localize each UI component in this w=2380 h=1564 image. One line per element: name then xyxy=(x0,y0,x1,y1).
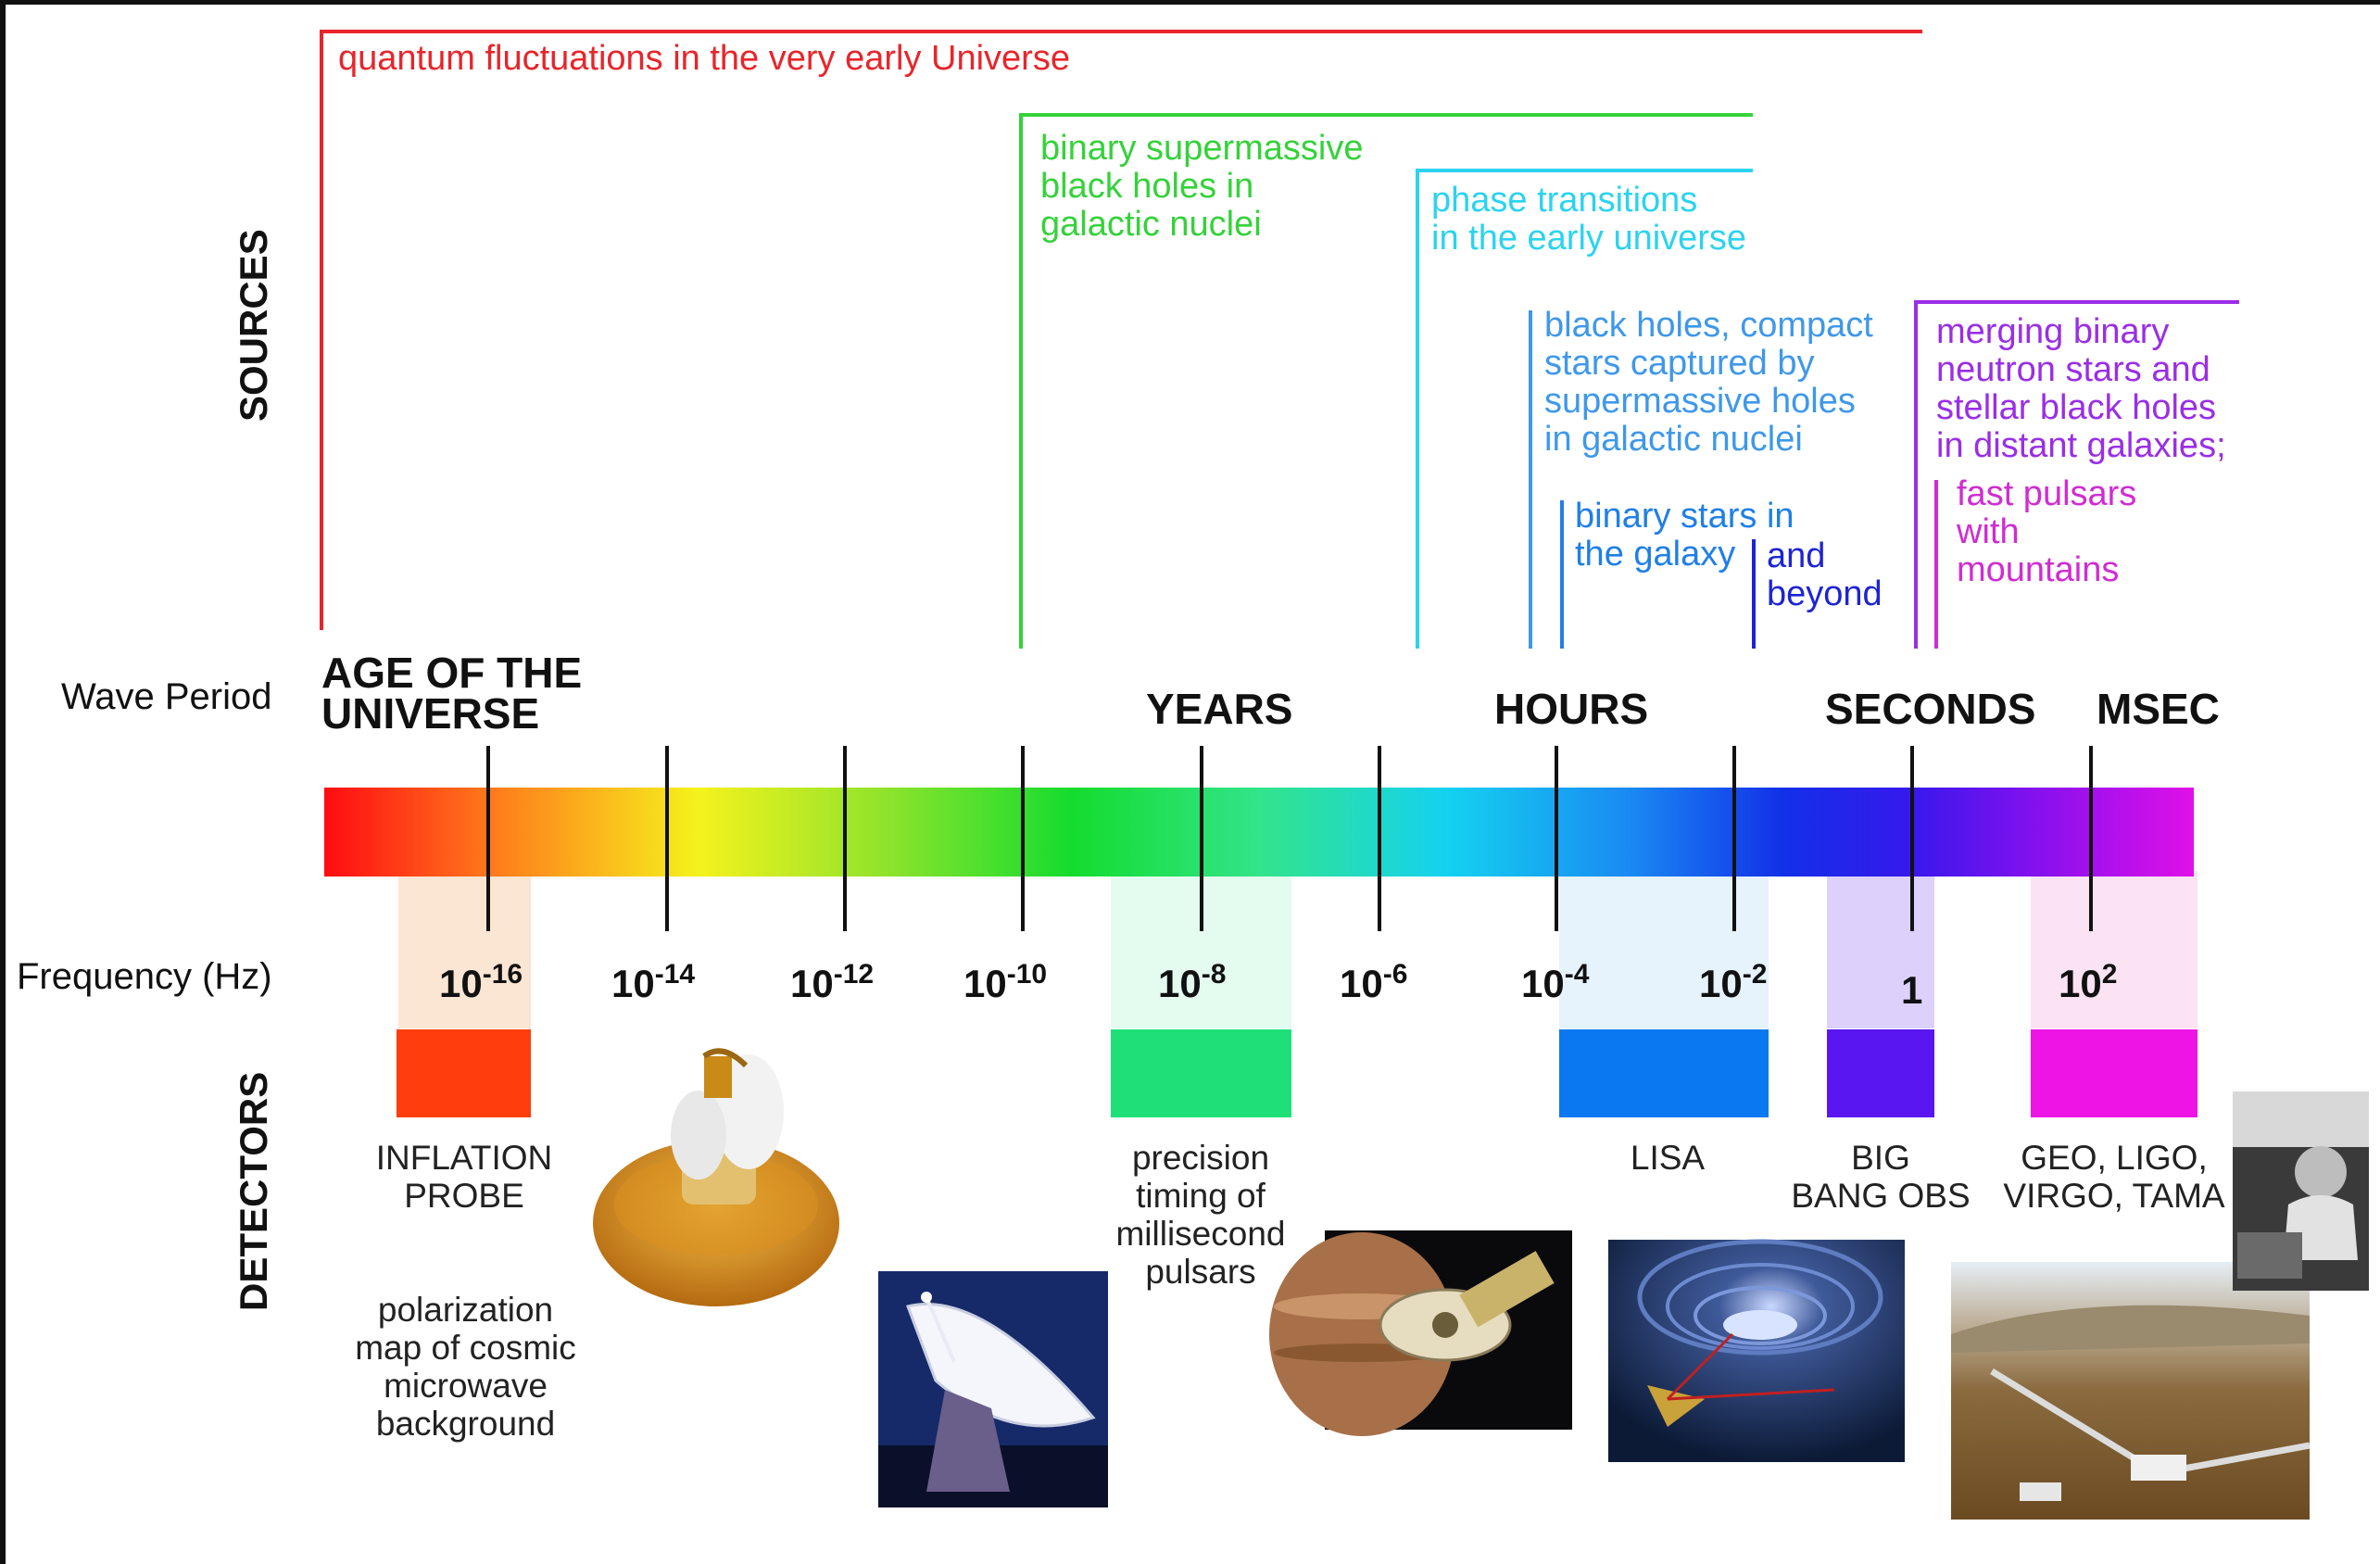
source-brackets xyxy=(320,30,2239,649)
detector-ground-interferometers: GEO, LIGO, VIRGO, TAMA xyxy=(2003,1139,2225,1215)
freq-1e2: 102 xyxy=(2059,959,2118,1005)
scientist-photo-image xyxy=(2233,1091,2369,1291)
lisa-box xyxy=(1559,1029,1769,1117)
period-years: YEARS xyxy=(1146,685,1293,733)
wave-period-label: Wave Period xyxy=(61,676,272,717)
freq-1e-4: 10-4 xyxy=(1521,959,1590,1005)
source-pulsars: fast pulsars with mountains xyxy=(1957,474,2137,589)
ground-detectors-box xyxy=(2031,1029,2197,1117)
frequency-label: Frequency (Hz) xyxy=(17,956,272,997)
period-seconds: SECONDS xyxy=(1825,685,2036,733)
freq-1: 1 xyxy=(1901,968,1923,1012)
ground-band xyxy=(2031,871,2197,1028)
freq-1e-16: 10-16 xyxy=(439,959,523,1005)
inflation-probe-spacecraft-image xyxy=(593,1048,839,1306)
period-msec: MSEC xyxy=(2097,685,2220,733)
source-captured: black holes, compact stars captured by s… xyxy=(1544,306,1873,459)
detector-boxes xyxy=(397,1029,2197,1117)
detector-inflation-probe: INFLATION PROBE xyxy=(375,1139,553,1215)
inflation-band xyxy=(398,871,531,1028)
detectors-label: DETECTORS xyxy=(232,1071,275,1311)
detector-big-bang-observer: BIG BANG OBS xyxy=(1791,1139,1971,1215)
frequency-ticks xyxy=(486,746,2093,931)
source-quantum: quantum fluctuations in the very early U… xyxy=(338,39,1070,78)
smbh-bracket xyxy=(1019,113,1753,649)
source-galactic-binaries: binary stars in the galaxy xyxy=(1575,497,1794,574)
source-phase-transitions: phase transitions in the early universe xyxy=(1431,181,1747,258)
bbo-box xyxy=(1827,1029,1934,1117)
detector-pulsar-timing: precision timing of millisecond pulsars xyxy=(1115,1139,1286,1291)
radio-telescope-image xyxy=(878,1271,1108,1507)
period-age-of-universe: AGE OF THE UNIVERSE xyxy=(321,649,583,738)
source-neutron-stars: merging binary neutron stars and stellar… xyxy=(1936,312,2226,465)
detector-bands xyxy=(398,871,2197,1028)
freq-1e-12: 10-12 xyxy=(790,959,875,1005)
period-hours: HOURS xyxy=(1494,685,1649,733)
inflation-probe-box xyxy=(397,1029,531,1117)
pulsar-timing-box xyxy=(1111,1029,1291,1117)
quantum-bracket xyxy=(320,30,1922,630)
freq-1e-8: 10-8 xyxy=(1158,959,1227,1005)
neutron-bracket xyxy=(1914,300,2239,649)
frequency-spectrum-bar xyxy=(324,788,2194,877)
ligo-observatory-image xyxy=(1951,1262,2311,1520)
bbo-band xyxy=(1827,871,1934,1028)
freq-1e-14: 10-14 xyxy=(611,959,696,1005)
freq-1e-6: 10-6 xyxy=(1340,959,1408,1005)
sources-label: SOURCES xyxy=(232,229,275,422)
phase-bracket xyxy=(1416,169,1753,649)
detector-lisa: LISA xyxy=(1630,1139,1706,1177)
gravitational-wave-spiral-image xyxy=(1608,1239,1905,1462)
source-smbh: binary supermassive black holes in galac… xyxy=(1040,129,1364,244)
freq-1e-10: 10-10 xyxy=(963,959,1048,1005)
detector-inflation-description: polarization map of cosmic microwave bac… xyxy=(355,1291,576,1443)
lisa-spacecraft-image xyxy=(1269,1230,1572,1436)
source-beyond: and beyond xyxy=(1767,536,1883,613)
freq-1e-2: 10-2 xyxy=(1699,959,1768,1005)
